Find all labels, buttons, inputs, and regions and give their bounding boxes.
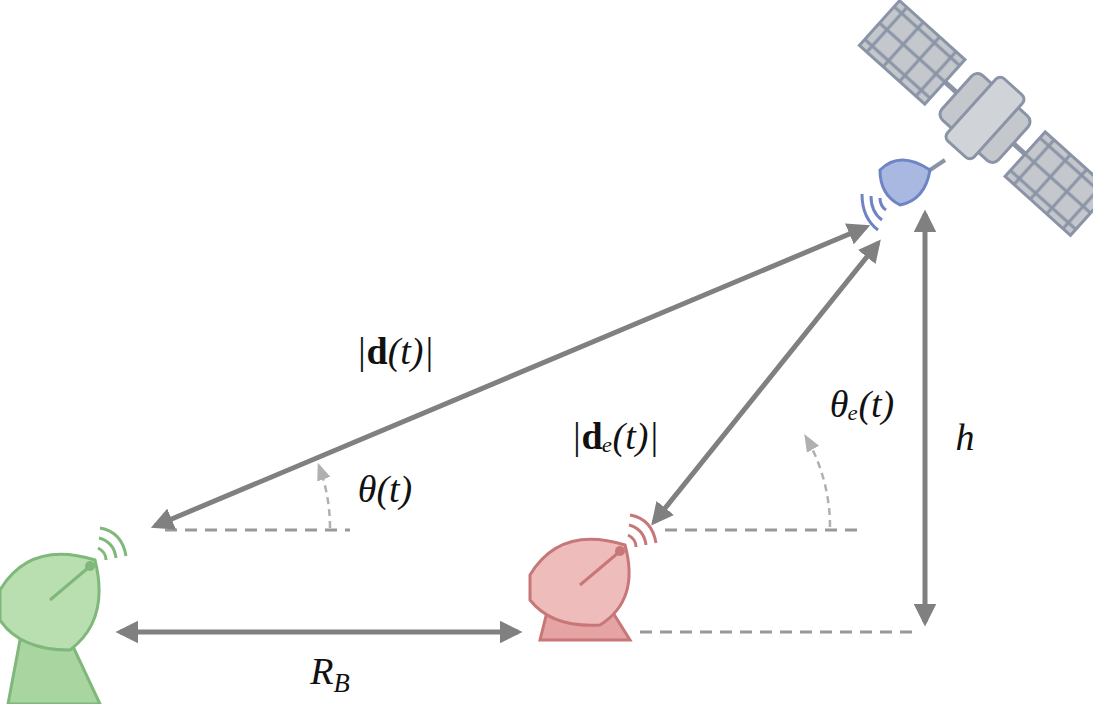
satellite [851,0,1093,244]
angle-label: θ(t) [355,469,416,511]
distance-label: |dₑ(t)| [568,416,662,458]
reference-line [165,530,920,632]
distance-label: |d(t)| [353,331,437,373]
height-label: h [953,417,978,459]
ground-station [0,528,126,704]
angle-label: θₑ(t) [827,384,898,426]
baseline-label: RB [307,651,352,693]
distance-arrow [120,214,925,632]
eavesdropper-station [530,515,656,640]
